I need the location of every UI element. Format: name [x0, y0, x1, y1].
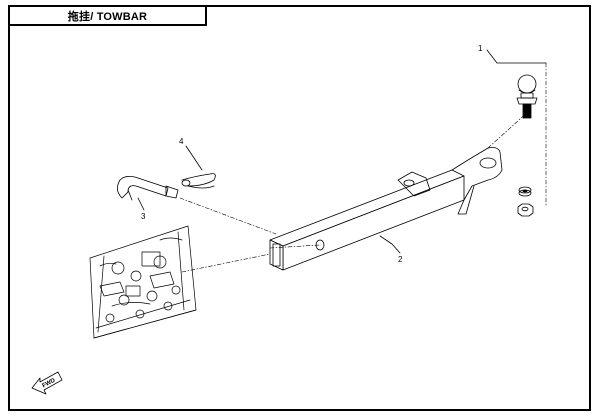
- callout-label-1: 1: [478, 44, 483, 53]
- vehicle-frame-section: [89, 225, 197, 339]
- towbar-part: [269, 147, 503, 271]
- callout-label-4: 4: [179, 137, 184, 146]
- callout-4-leader: [185, 145, 203, 171]
- callout-1-leader: [486, 49, 547, 206]
- diagram-title: 拖挂/ TOWBAR: [67, 10, 148, 23]
- callout-3-leader: [137, 197, 145, 211]
- hitch-pin-part: [117, 176, 179, 201]
- tow-ball-part: [516, 74, 538, 119]
- callout-label-2: 2: [398, 255, 403, 264]
- callout-2-leader: [379, 235, 401, 254]
- washer-part: [518, 186, 532, 197]
- callout-label-3: 3: [141, 212, 146, 221]
- clip-pin-part: [181, 173, 216, 189]
- diagram-frame: [8, 5, 591, 411]
- nut-part: [517, 203, 534, 217]
- alignment-lines: [179, 197, 321, 273]
- fwd-direction-arrow: [31, 371, 63, 395]
- title-box: 拖挂/ TOWBAR: [8, 5, 207, 26]
